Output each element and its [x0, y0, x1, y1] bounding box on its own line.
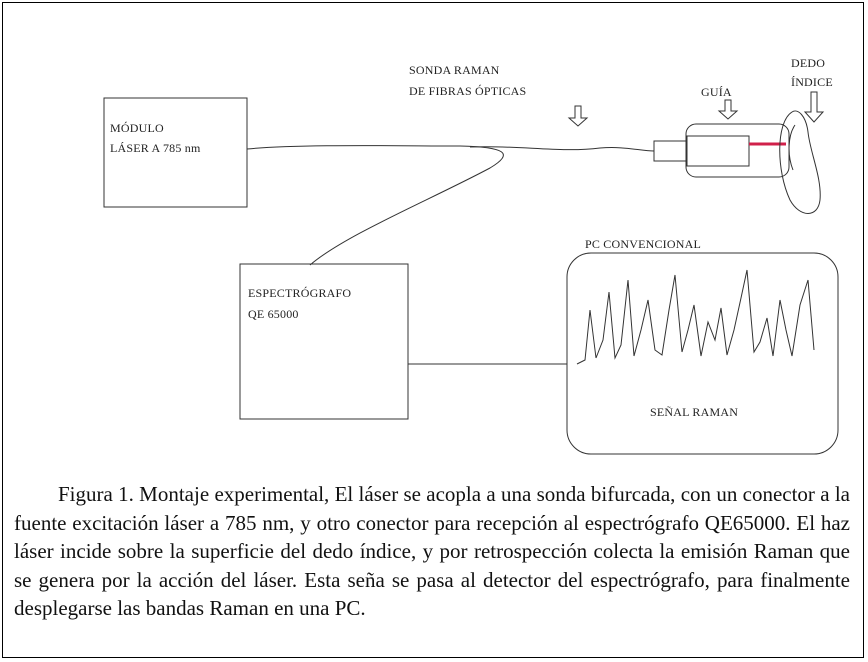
probe-tip	[686, 135, 750, 167]
fiber-laser	[246, 145, 504, 266]
laser-module-label-1: MÓDULO	[110, 121, 164, 135]
pc-box	[566, 252, 839, 455]
guide-label: GUÍA	[701, 85, 732, 99]
spectrograph-label-1: ESPECTRÓGRAFO	[248, 286, 351, 300]
probe-connector	[653, 140, 688, 162]
probe-arrow-icon	[567, 105, 589, 127]
raman-spectrum-trace	[576, 269, 815, 365]
pc-label: PC CONVENCIONAL	[585, 237, 701, 251]
finger-nail	[788, 124, 796, 171]
guide-tube	[685, 123, 790, 178]
finger-label-1: DEDO	[791, 56, 825, 70]
fiber-probe	[469, 146, 655, 152]
probe-label-1: SONDA RAMAN	[409, 63, 500, 77]
finger-arrow-icon	[803, 91, 825, 123]
probe-label-2: DE FIBRAS ÓPTICAS	[409, 84, 526, 98]
guide-arrow-icon	[717, 99, 739, 120]
spectrograph-box	[239, 263, 409, 420]
spectrograph-label-2: QE 65000	[248, 307, 299, 321]
raman-signal-label: SEÑAL RAMAN	[650, 405, 738, 419]
laser-module-label-2: LÁSER A 785 nm	[110, 141, 201, 155]
figure-caption: Figura 1. Montaje experimental, El láser…	[14, 482, 850, 620]
finger-label-2: ÍNDICE	[791, 75, 833, 89]
finger-outline	[779, 110, 821, 214]
laser-module-box	[103, 97, 248, 208]
